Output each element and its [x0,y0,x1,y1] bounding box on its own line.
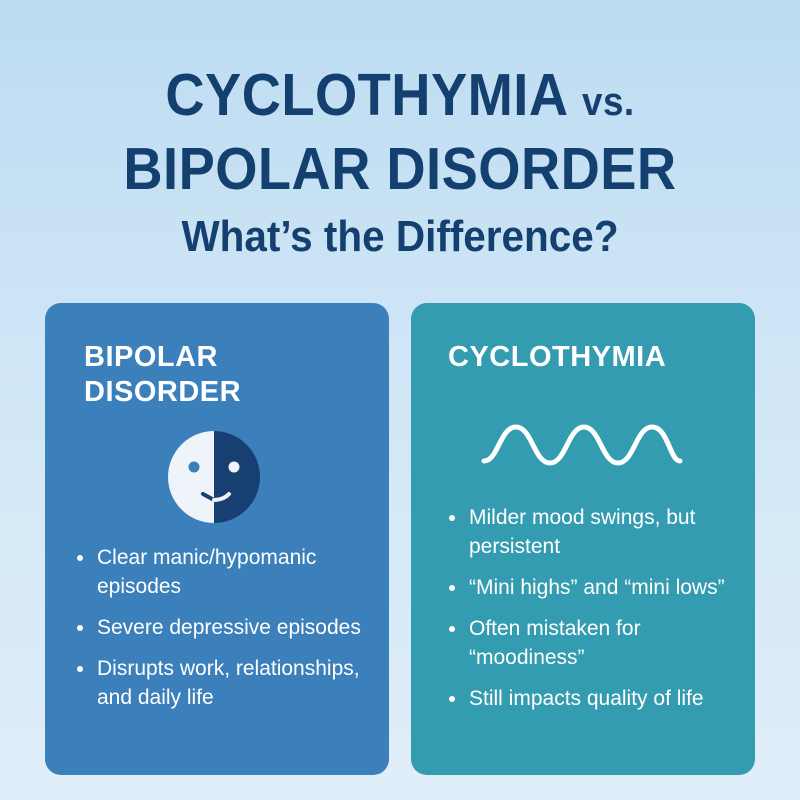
bullet-dot-icon [77,625,83,631]
bullet-dot-icon [449,585,455,591]
bullet-dot-icon [77,666,83,672]
list-item: Disrupts work, relationships, and daily … [69,654,389,712]
subtitle: What’s the Difference? [181,212,619,261]
list-item: Milder mood swings, but persistent [441,503,751,561]
list-item: Severe depressive episodes [69,613,389,642]
list-item: Often mistaken for “moodiness” [441,614,751,672]
bipolar-card: BIPOLAR DISORDER Clear manic/hypomanic e… [45,303,389,775]
title-vs: vs. [582,80,635,124]
title-line-1: CYCLOTHYMIA vs. [32,66,768,125]
cyclothymia-card: CYCLOTHYMIA Milder mood swings, but pers… [411,303,755,775]
bullet-dot-icon [449,696,455,702]
bipolar-bullet-list: Clear manic/hypomanic episodes Severe de… [69,543,389,724]
half-dark-smiley-face-icon [168,431,260,523]
bullet-dot-icon [77,555,83,561]
bipolar-card-title: BIPOLAR DISORDER [84,341,242,408]
cyclothymia-card-title: CYCLOTHYMIA [448,341,667,373]
list-item: “Mini highs” and “mini lows” [441,573,751,602]
wave-icon [481,424,683,466]
bullet-dot-icon [449,515,455,521]
list-item: Clear manic/hypomanic episodes [69,543,389,601]
title-line-2: BIPOLAR DISORDER [123,136,677,202]
list-item: Still impacts quality of life [441,684,751,713]
title-cyclothymia: CYCLOTHYMIA [165,62,567,128]
bullet-dot-icon [449,626,455,632]
cyclothymia-bullet-list: Milder mood swings, but persistent “Mini… [441,503,751,725]
